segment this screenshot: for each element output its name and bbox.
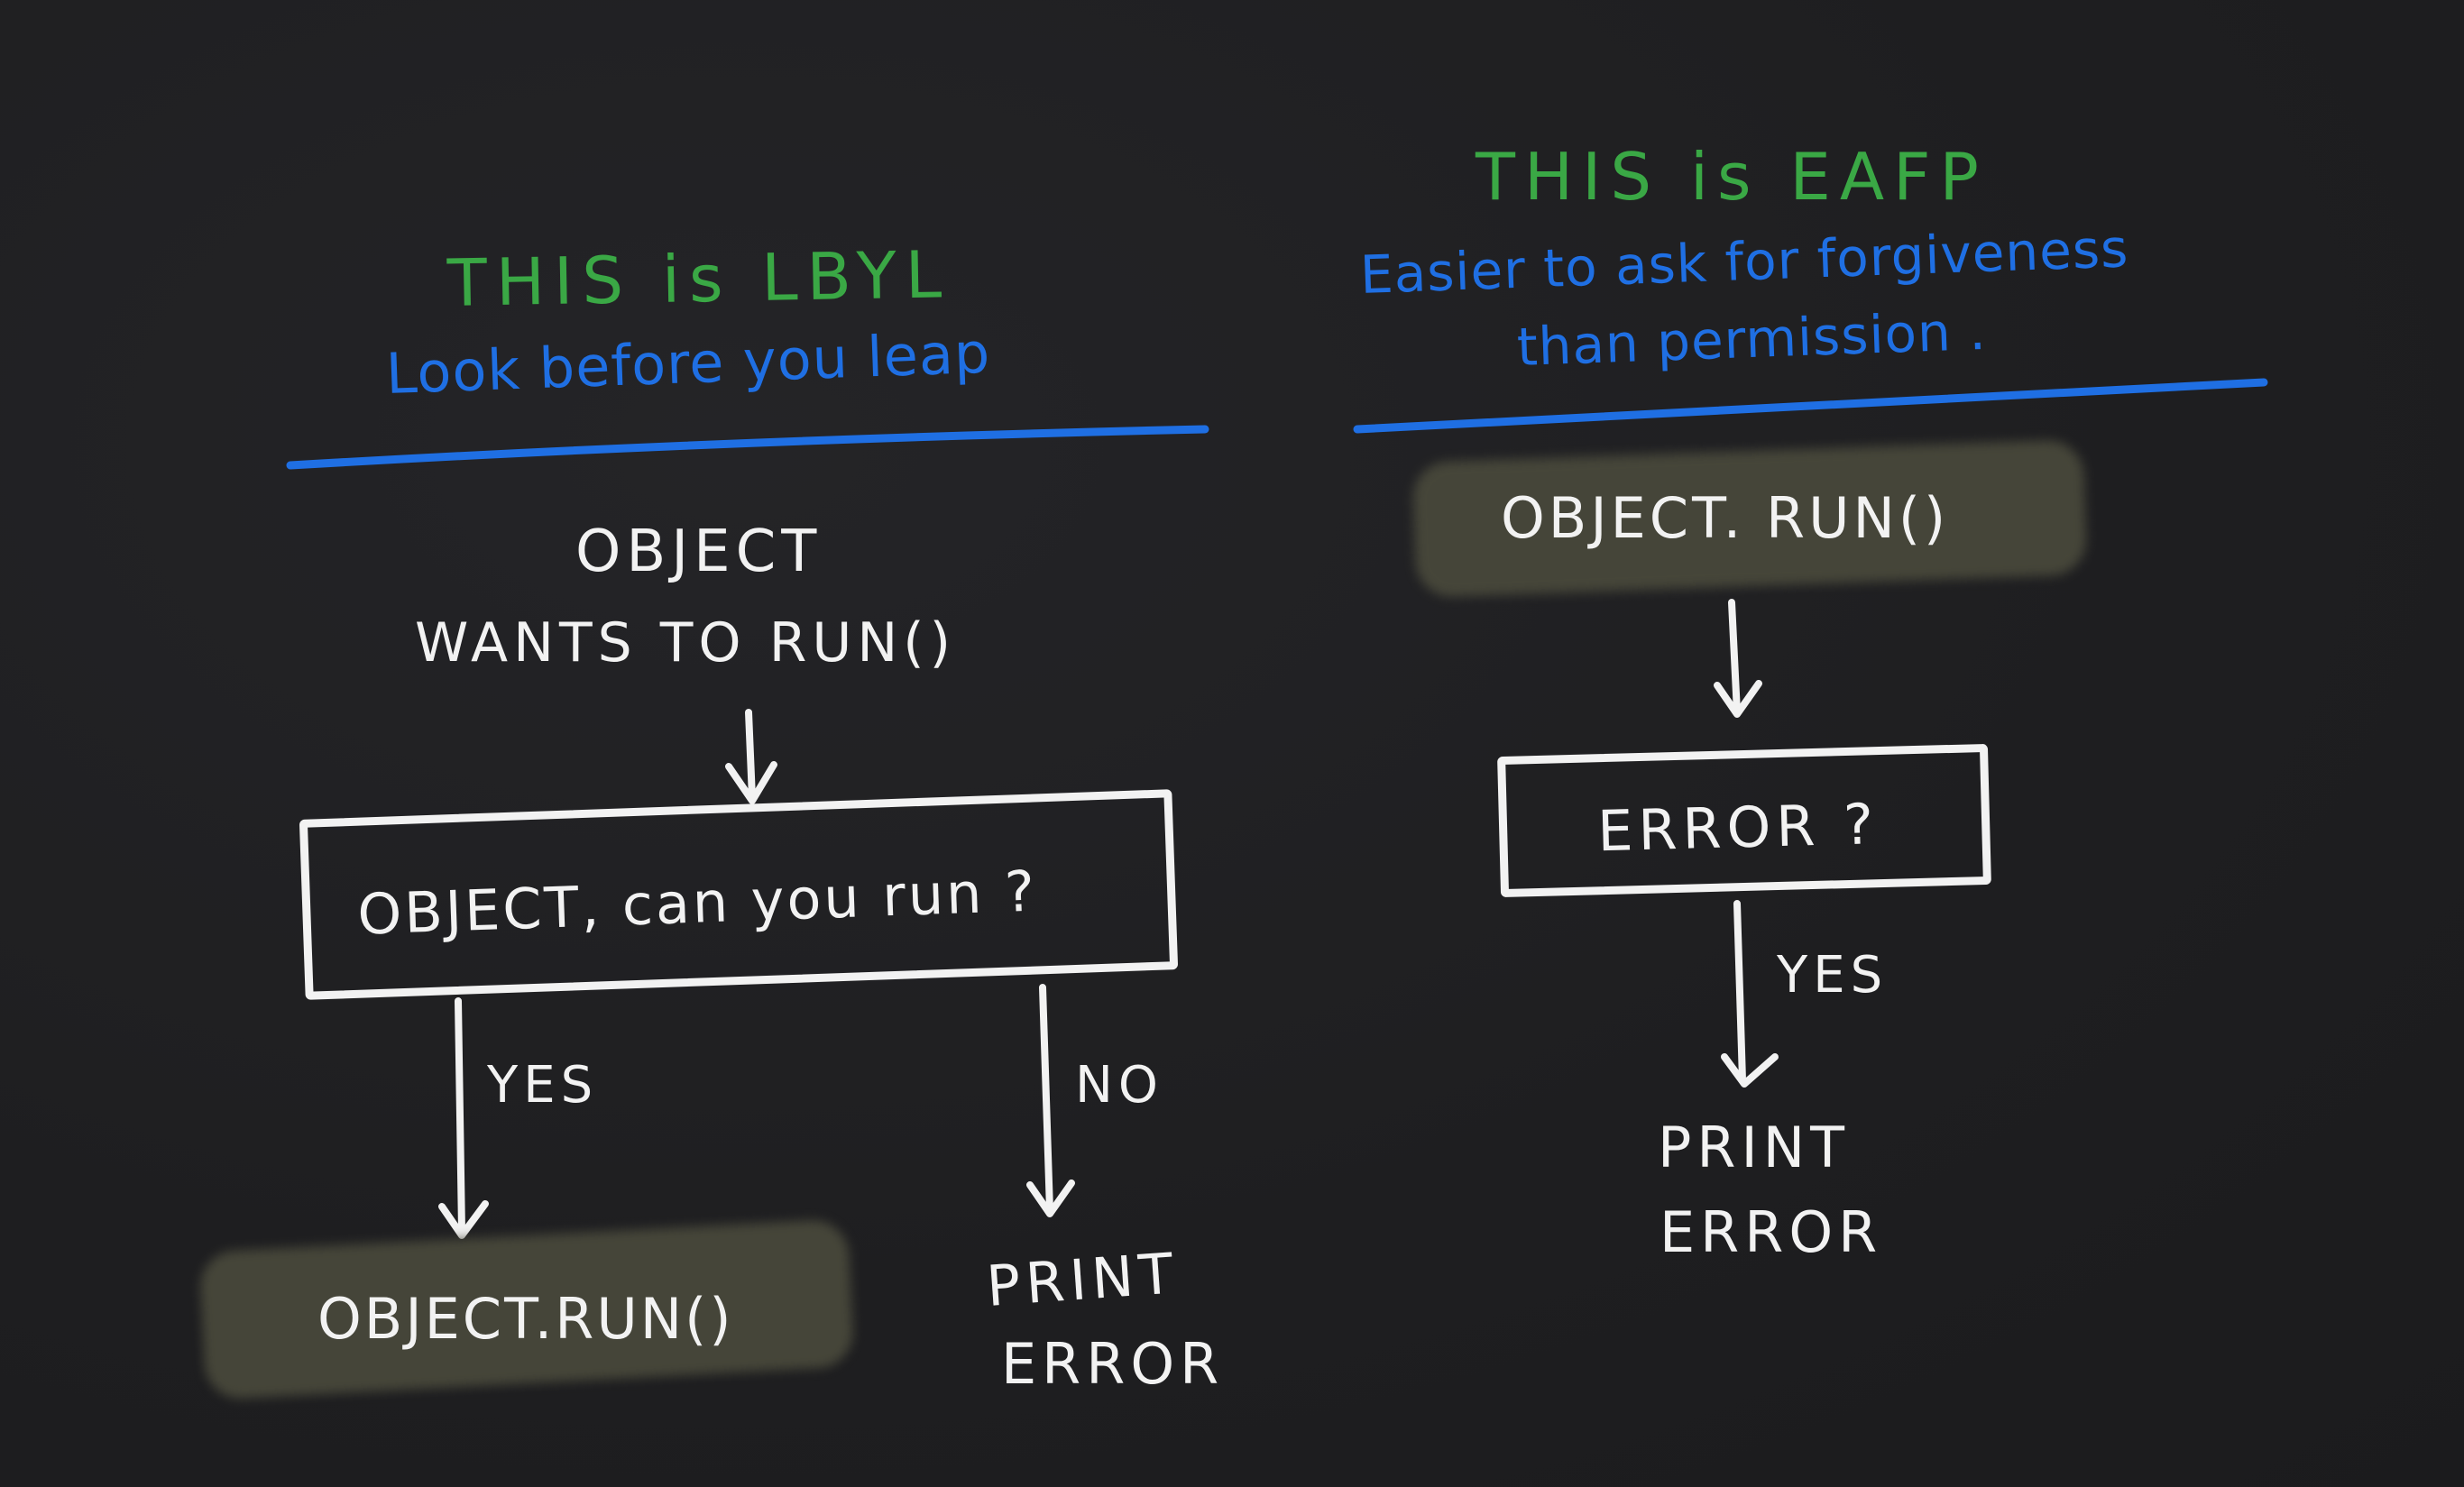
eafp-underline <box>1353 378 2268 434</box>
eafp-decision-box: ERROR ? <box>1497 743 1991 898</box>
lbyl-no-result-line1: PRINT <box>984 1240 1181 1319</box>
lbyl-no-result-line2: ERROR <box>1001 1331 1225 1397</box>
lbyl-no-arrow <box>1026 984 1075 1217</box>
eafp-title: THIS is EAFP <box>1476 139 1988 215</box>
eafp-result-line2: ERROR <box>1660 1199 1883 1265</box>
lbyl-no-label: NO <box>1075 1056 1163 1115</box>
lbyl-yes-arrow <box>438 997 489 1239</box>
lbyl-underline <box>286 425 1209 470</box>
lbyl-start-line2: WANTS TO RUN() <box>415 611 957 675</box>
lbyl-yes-result: OBJECT.RUN() <box>317 1286 734 1352</box>
lbyl-start-line1: OBJECT <box>575 519 823 585</box>
lbyl-decision-box: OBJECT, can you run ? <box>299 789 1179 1000</box>
eafp-arrow-to-decision <box>1714 599 1762 718</box>
eafp-result-line1: PRINT <box>1658 1115 1851 1180</box>
eafp-start: OBJECT. RUN() <box>1501 485 1950 551</box>
lbyl-decision-text: OBJECT, can you run ? <box>356 858 1039 948</box>
eafp-yes-label: YES <box>1777 946 1889 1005</box>
lbyl-yes-label: YES <box>487 1056 599 1115</box>
lbyl-arrow-to-decision <box>725 709 777 804</box>
lbyl-title: THIS is LBYL <box>446 236 952 321</box>
eafp-subtitle-line2: than permission . <box>1515 299 1988 378</box>
eafp-yes-arrow <box>1721 900 1779 1088</box>
eafp-decision-text: ERROR ? <box>1596 791 1880 865</box>
